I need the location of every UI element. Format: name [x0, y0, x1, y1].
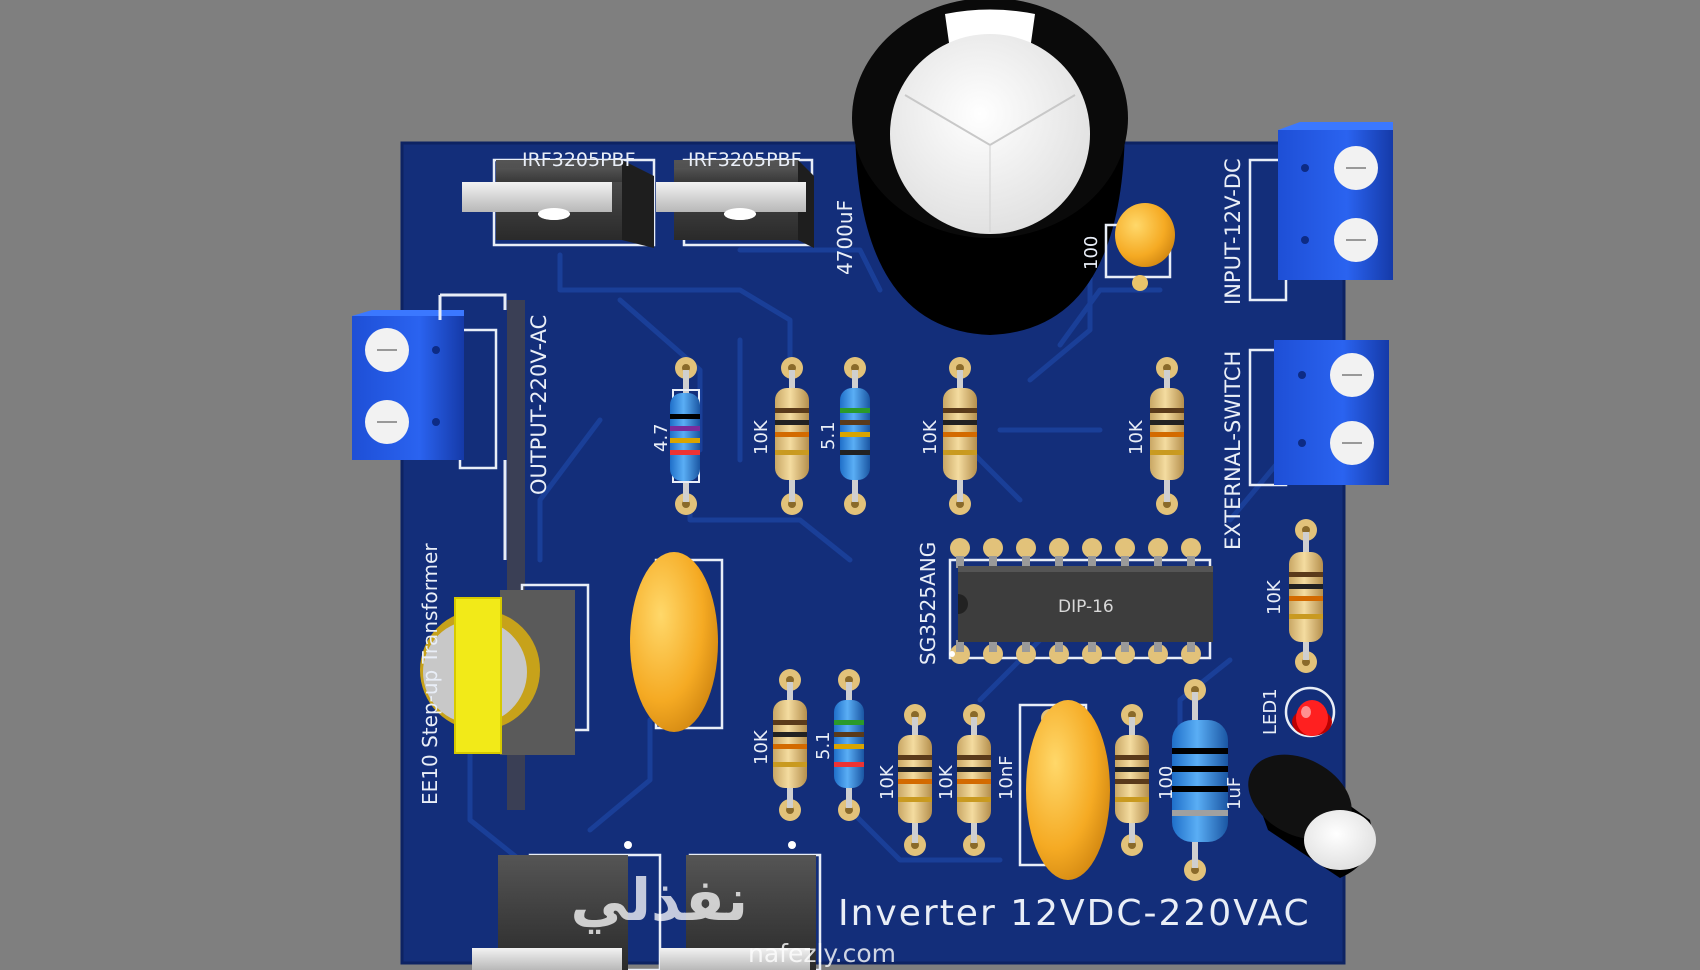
cap-10nf-label: 10nF — [996, 755, 1017, 800]
resistor-10k-b — [943, 357, 977, 515]
board-title: Inverter 12VDC-220VAC — [838, 893, 1311, 934]
ic-sg3525 — [948, 538, 1213, 664]
terminal-output-ac — [352, 310, 498, 470]
ceramic-cap-top — [1104, 203, 1175, 291]
watermark-brand: نفذلي — [571, 866, 748, 934]
resistor-10k-c-label: 10K — [1126, 419, 1147, 455]
resistor-10k-e — [773, 669, 807, 821]
resistor-4-7 — [670, 357, 700, 515]
output-ac-label: OUTPUT-220V-AC — [527, 315, 551, 495]
resistor-10k-f — [898, 704, 932, 856]
resistor-5-1-a-label: 5.1 — [818, 421, 839, 450]
terminal-external-switch — [1248, 340, 1389, 487]
resistor-5-1-a — [840, 357, 870, 515]
resistor-100-label: 100 — [1156, 766, 1177, 800]
resistor-10k-b-label: 10K — [920, 419, 941, 455]
resistor-100 — [1115, 704, 1149, 856]
external-switch-label: EXTERNAL-SWITCH — [1221, 351, 1245, 550]
resistor-10k-d — [1289, 519, 1323, 673]
capacitor-4700uf — [852, 0, 1128, 335]
mosfet-bottom-right — [660, 841, 822, 970]
cap-100-label: 100 — [1081, 236, 1102, 270]
watermark-url: nafezly.com — [748, 939, 896, 968]
resistor-10k-c — [1150, 357, 1184, 515]
transformer-outline — [438, 293, 507, 560]
terminal-input-dc — [1248, 122, 1393, 302]
input-dc-label: INPUT-12V-DC — [1221, 158, 1245, 305]
resistor-10k-a-label: 10K — [751, 419, 772, 455]
resistor-10k-d-label: 10K — [1264, 579, 1285, 615]
led1 — [1284, 686, 1336, 738]
transformer-label: EE10 Step-up Transformer — [418, 543, 442, 805]
transformer-ee10 — [420, 583, 590, 755]
ceramic-cap-large-left — [630, 552, 724, 732]
cap-1uf-label: 1uF — [1224, 777, 1245, 810]
capacitor-4700uf-label: 4700uF — [833, 200, 857, 275]
resistor-4-7-label: 4.7 — [651, 423, 672, 452]
capacitor-electrolytic-small — [1248, 754, 1376, 878]
resistor-10k-g — [957, 704, 991, 856]
resistor-10k-f-label: 10K — [877, 764, 898, 800]
mosfet-top-right-label: IRF3205PBF — [688, 149, 802, 171]
ic-name-label: SG3525ANG — [916, 542, 940, 665]
ic-package-label: DIP-16 — [1058, 597, 1114, 617]
resistor-10k-a — [775, 357, 809, 515]
resistor-5-1-b-label: 5.1 — [813, 731, 834, 760]
mosfet-bottom-left — [472, 841, 662, 970]
resistor-5-1-b — [834, 669, 864, 821]
mosfet-top-left-label: IRF3205PBF — [522, 149, 636, 171]
resistor-10k-e-label: 10K — [751, 729, 772, 765]
capacitor-1uf — [1172, 679, 1228, 881]
resistor-10k-g-label: 10K — [936, 764, 957, 800]
ceramic-cap-10nf — [1018, 700, 1110, 880]
led1-label: LED1 — [1260, 688, 1281, 735]
